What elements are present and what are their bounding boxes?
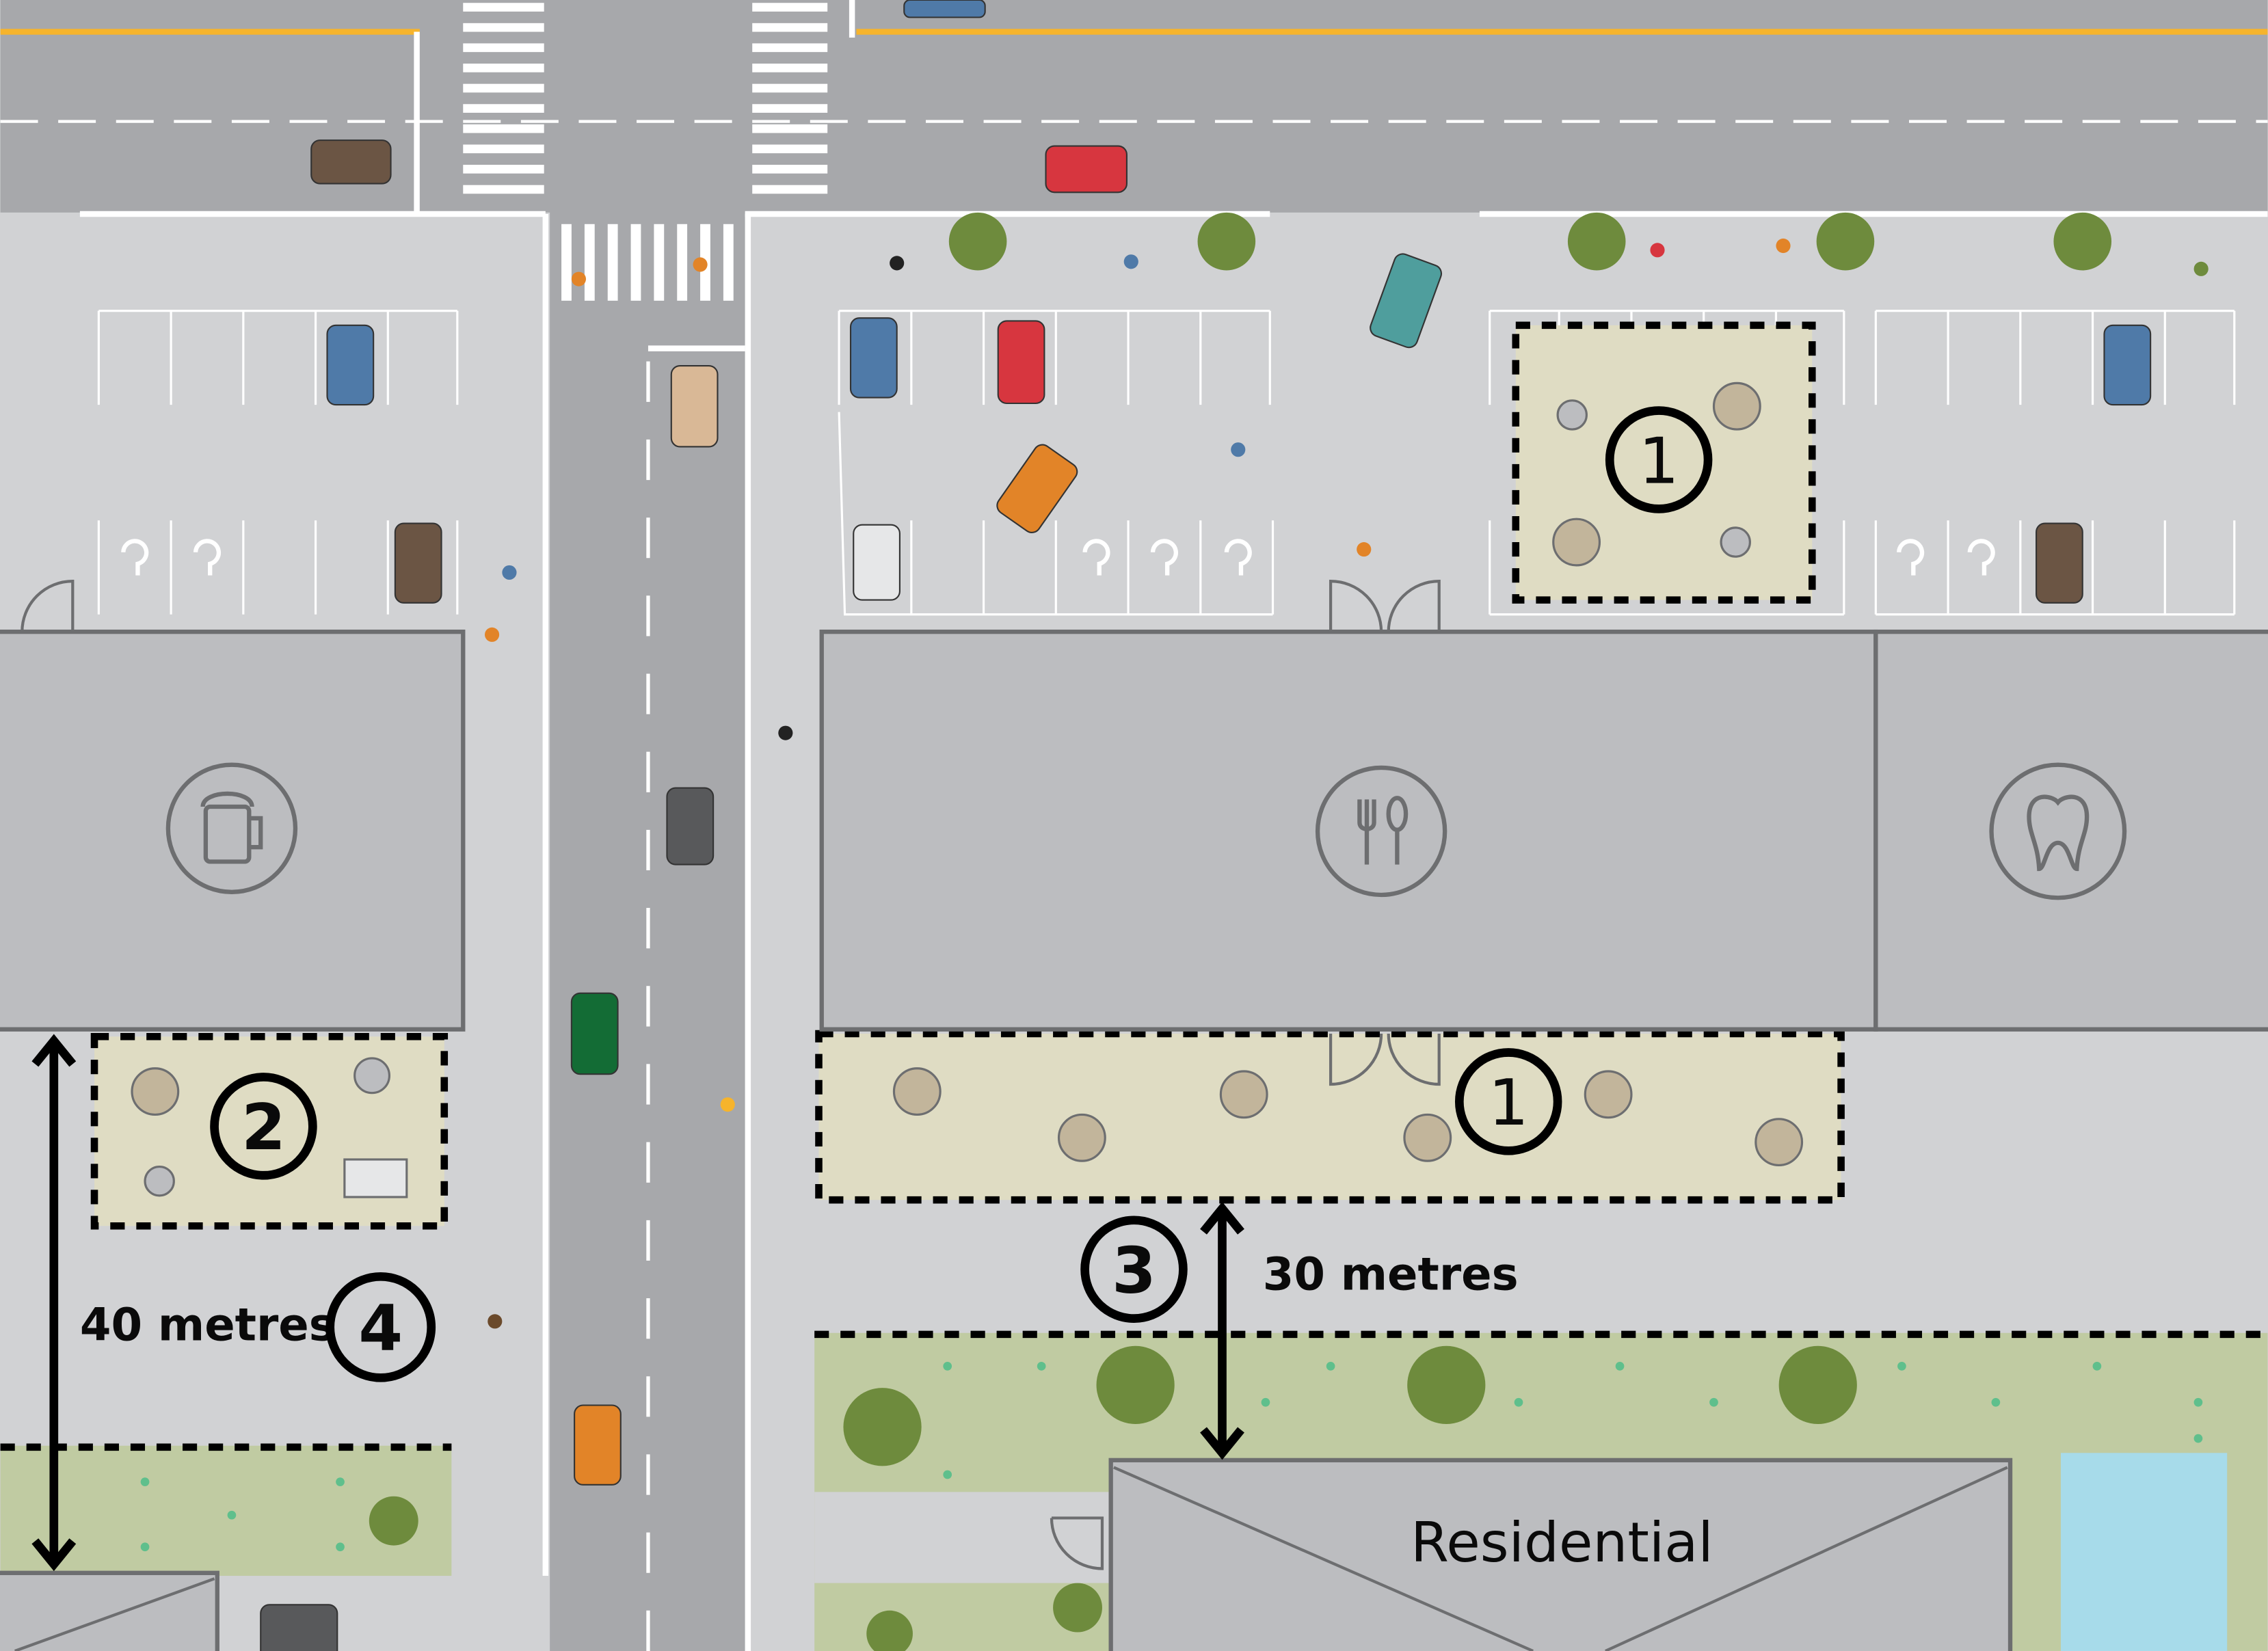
distance-arrow-40m: [31, 1034, 77, 1572]
residential-building: Residential: [1108, 1458, 2013, 1651]
car-white: [853, 524, 900, 601]
marker-1-front: 1: [1454, 1048, 1562, 1155]
car-brown: [394, 522, 442, 604]
svg-text:1: 1: [1639, 424, 1679, 498]
car-dark-grey: [260, 1604, 338, 1651]
pedestrians: [484, 238, 2209, 1329]
fork-and-spoon-icon: [1315, 765, 1447, 898]
car-blue: [903, 0, 986, 18]
restaurant-building: [819, 629, 1878, 1032]
svg-text:4: 4: [358, 1291, 403, 1365]
svg-text:2: 2: [241, 1090, 286, 1164]
path-east: [814, 1492, 1111, 1583]
tooth-icon: [1989, 762, 2127, 900]
marker-1-top: 1: [1605, 406, 1713, 513]
distance-label-30m: 30 metres: [1263, 1248, 1519, 1300]
car-blue: [2103, 324, 2152, 406]
accessible-parking-icons: [121, 539, 1995, 576]
pub-building: [0, 629, 466, 1032]
beer-mug-icon: [165, 762, 298, 894]
car-green: [570, 992, 619, 1075]
crosswalk-east: [752, 3, 828, 194]
car-brown: [2036, 522, 2083, 604]
marker-4: 4: [325, 1272, 436, 1382]
doors: [21, 579, 1441, 1570]
car-red: [997, 320, 1045, 405]
crosswalk-west: [463, 3, 544, 194]
svg-text:1: 1: [1489, 1066, 1529, 1140]
car-dark-grey: [666, 787, 715, 865]
patio-tables: [131, 381, 1804, 1198]
marker-2: 2: [210, 1073, 317, 1180]
distance-arrow-30m: [1200, 1201, 1244, 1460]
car-teal: [1370, 253, 1443, 349]
trees: [369, 212, 2112, 1651]
parking-lot-west: [97, 310, 459, 615]
cars: [260, 0, 2152, 1651]
grass-sprouts: [140, 1362, 2203, 1552]
car-brown: [310, 139, 392, 185]
parking-lot-centre: [838, 310, 1275, 616]
car-blue: [849, 317, 898, 399]
car-orange: [996, 444, 1078, 533]
southwest-building: [0, 1570, 219, 1651]
dentist-building: [1873, 629, 2268, 1032]
marker-3: 3: [1080, 1216, 1188, 1323]
residential-label: Residential: [1411, 1510, 1713, 1574]
distance-label-40m: 40 metres: [80, 1299, 336, 1351]
car-red: [1045, 145, 1128, 193]
svg-text:3: 3: [1112, 1234, 1156, 1308]
car-tan: [670, 364, 719, 448]
car-orange: [574, 1404, 622, 1486]
crosswalk-south: [561, 224, 734, 301]
car-blue: [326, 324, 375, 406]
pond: [2061, 1453, 2228, 1651]
